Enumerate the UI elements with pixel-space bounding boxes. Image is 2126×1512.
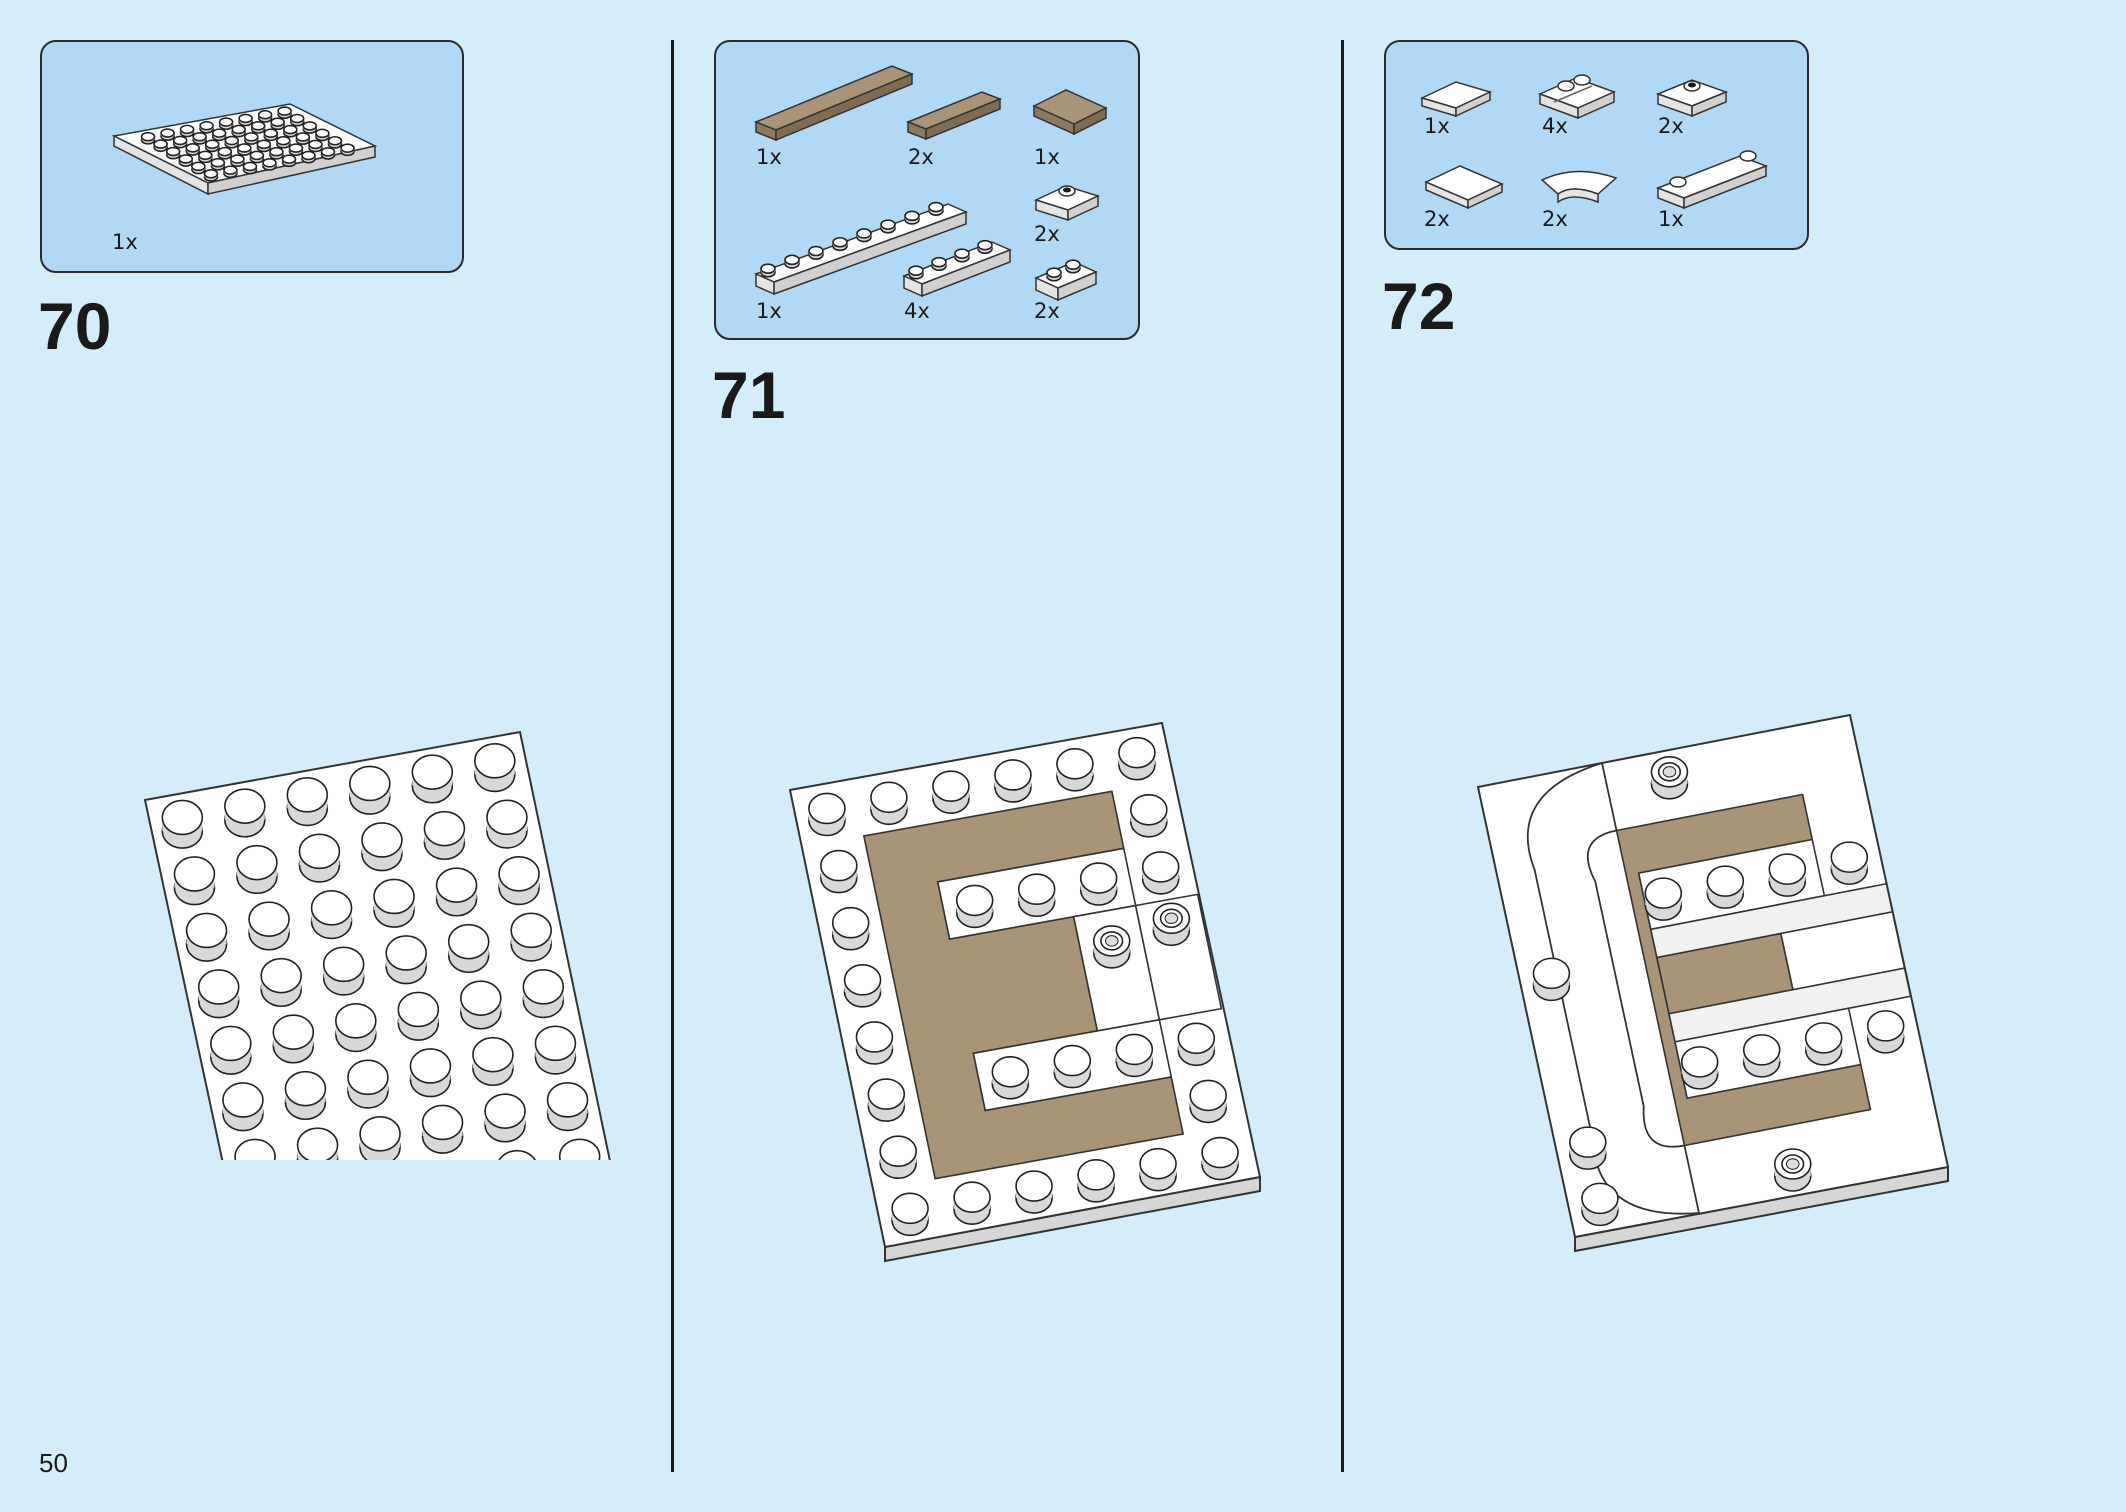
- step-number: 70: [38, 289, 112, 363]
- part-qty: 2x: [1658, 114, 1684, 138]
- jumper-plate-1x2-icon: [1033, 185, 1101, 222]
- part-qty: 1x: [112, 230, 138, 254]
- page-number: 50: [39, 1448, 68, 1478]
- plate-1x4-icon: [902, 239, 1012, 298]
- plate-rail-1x2-icon: [1538, 74, 1616, 120]
- tile-2x2-tan-icon: [1032, 89, 1108, 136]
- part-qty: 4x: [1542, 114, 1568, 138]
- part-qty: 2x: [1542, 207, 1568, 231]
- part-qty: 2x: [1034, 299, 1060, 323]
- part-qty: 1x: [756, 145, 782, 169]
- tile-1x4-tan-icon: [905, 91, 1003, 141]
- plate-1x2-icon: [1034, 259, 1098, 302]
- part-qty: 4x: [904, 299, 930, 323]
- part-qty: 2x: [908, 145, 934, 169]
- step-72-model: [1476, 713, 1950, 1253]
- column-divider-1: [671, 40, 674, 1472]
- step-72-part-icons: [1419, 74, 1769, 210]
- step-70-model: [143, 730, 611, 1160]
- column-divider-2: [1341, 40, 1344, 1472]
- jumper-plate-1x2-icon: [1655, 79, 1729, 118]
- parts-callout-step-72: 1x 4x 2x 2x 2x 1x: [1384, 40, 1809, 250]
- part-qty: 2x: [1424, 207, 1450, 231]
- part-qty: 1x: [1034, 145, 1060, 169]
- step-number: 71: [712, 358, 786, 432]
- part-qty: 1x: [756, 299, 782, 323]
- part-qty: 2x: [1034, 222, 1060, 246]
- step-number: 72: [1382, 269, 1456, 343]
- part-qty: 1x: [1658, 207, 1684, 231]
- part-qty: 1x: [1424, 114, 1450, 138]
- tile-1x6-tan-icon: [754, 65, 914, 142]
- tile-corner-icon: [1424, 165, 1504, 210]
- step-71-part-icons: [753, 65, 1108, 302]
- parts-callout-step-71: 1x 2x 1x 2x 1x 4x 2x: [714, 40, 1140, 340]
- tile-1x2-icon: [1419, 81, 1493, 118]
- parts-callout-step-70: 1x: [40, 40, 464, 273]
- plate-6x8-white-part-icon: [111, 103, 378, 196]
- step-71-model: [788, 721, 1262, 1263]
- plate-1x4-ends-icon: [1655, 150, 1769, 210]
- tile-curved-icon: [1540, 170, 1618, 204]
- plate-1x8-icon: [753, 201, 969, 296]
